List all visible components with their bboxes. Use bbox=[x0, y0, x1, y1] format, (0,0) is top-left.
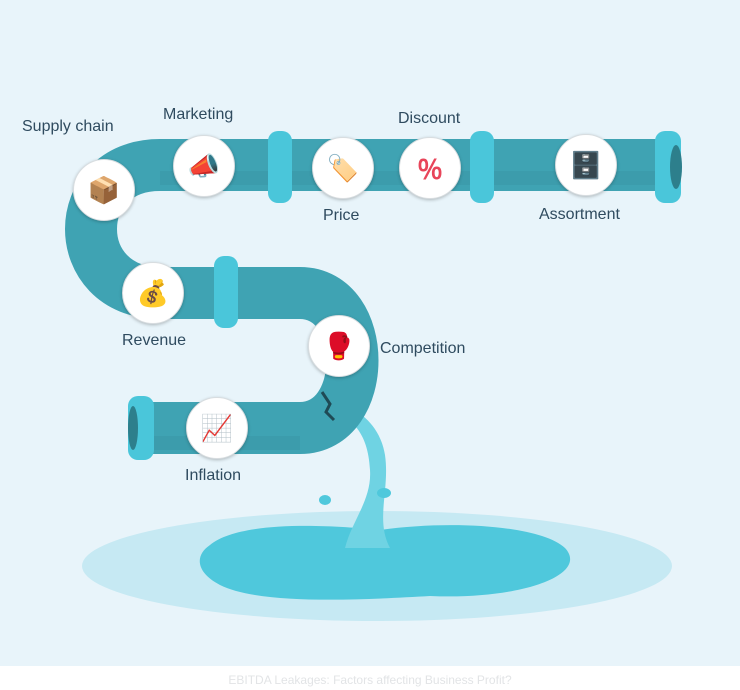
water-drop bbox=[319, 495, 331, 505]
pipe-joint bbox=[470, 131, 494, 203]
pipe-opening bbox=[670, 145, 682, 189]
supply-chain-icon: 📦 bbox=[73, 159, 135, 221]
pipe-crack bbox=[320, 391, 336, 422]
label-assortment: Assortment bbox=[539, 206, 620, 223]
infographic-canvas: 📦 📣 🏷️ ％ 🗄️ 💰 🥊 📈 Supply chain Marketing… bbox=[0, 0, 740, 666]
price-tag-icon: 🏷️ bbox=[312, 137, 374, 199]
label-marketing: Marketing bbox=[163, 106, 234, 123]
water-drop bbox=[377, 488, 391, 498]
label-discount: Discount bbox=[398, 110, 461, 127]
discount-tag-icon: ％ bbox=[399, 137, 461, 199]
marketing-icon: 📣 bbox=[173, 135, 235, 197]
revenue-coins-icon: 💰 bbox=[122, 262, 184, 324]
water-stream bbox=[335, 405, 390, 548]
pipe-joint bbox=[268, 131, 292, 203]
label-inflation: Inflation bbox=[185, 467, 242, 484]
pipe-joint bbox=[214, 256, 238, 328]
shelves-icon: 🗄️ bbox=[555, 134, 617, 196]
inflation-icon: 📈 bbox=[186, 397, 248, 459]
puddle-water bbox=[199, 525, 571, 600]
caption: EBITDA Leakages: Factors affecting Busin… bbox=[228, 673, 512, 687]
pipe-opening bbox=[128, 406, 138, 450]
pipe-illustration bbox=[65, 131, 682, 621]
label-revenue: Revenue bbox=[122, 332, 187, 349]
label-competition: Competition bbox=[380, 340, 466, 357]
label-price: Price bbox=[323, 207, 360, 224]
label-supply-chain: Supply chain bbox=[22, 118, 114, 135]
competition-icon: 🥊 bbox=[308, 315, 370, 377]
